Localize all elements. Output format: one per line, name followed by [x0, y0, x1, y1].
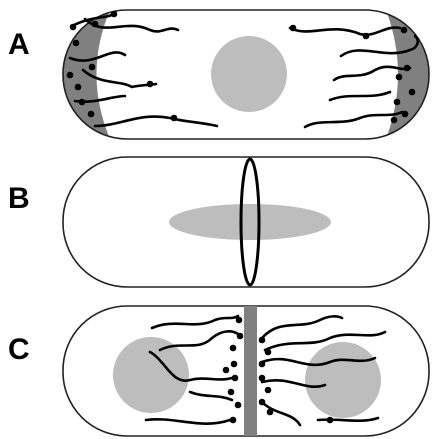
protein-dot — [232, 375, 239, 382]
protein-dot — [235, 402, 242, 409]
protein-dot — [402, 111, 409, 118]
panel-c: C — [8, 306, 429, 436]
protein-dot — [391, 117, 398, 124]
protein-dot — [237, 333, 244, 340]
protein-dot — [73, 40, 80, 47]
panel-a: A — [8, 10, 429, 139]
protein-dot — [223, 367, 230, 374]
protein-dot — [404, 65, 411, 72]
protein-dot — [259, 337, 266, 344]
protein-dot — [171, 115, 178, 122]
protein-dot — [231, 361, 238, 368]
protein-dot — [147, 81, 154, 88]
protein-dot — [236, 317, 243, 324]
protein-dot — [265, 349, 272, 356]
fiber — [330, 92, 390, 100]
protein-dot — [92, 21, 99, 28]
protein-dot — [267, 409, 274, 416]
fiber — [146, 419, 230, 423]
nucleoid-c-left — [113, 337, 189, 413]
panel-b-label: B — [8, 182, 30, 215]
protein-dot — [259, 375, 266, 382]
fiber — [262, 316, 342, 338]
protein-dot — [70, 24, 77, 31]
nucleoid-a — [211, 36, 287, 112]
protein-dot — [228, 389, 235, 396]
protein-dot — [327, 417, 334, 424]
protein-dot — [230, 417, 237, 424]
panel-a-label: A — [8, 28, 30, 61]
panel-c-label: C — [8, 333, 30, 366]
fiber — [290, 28, 400, 35]
protein-dot — [75, 84, 82, 91]
protein-dot — [230, 345, 237, 352]
fiber — [305, 112, 402, 127]
fiber — [190, 392, 232, 400]
fiber — [160, 331, 238, 350]
protein-dot — [79, 99, 86, 106]
protein-dot — [111, 11, 118, 18]
protein-dot — [259, 361, 266, 368]
protein-dot — [290, 25, 297, 32]
protein-dot — [394, 99, 401, 106]
protein-dot — [89, 64, 96, 71]
protein-dot — [259, 399, 266, 406]
protein-dot — [67, 72, 74, 79]
panel-b: B — [8, 157, 429, 287]
septum — [244, 306, 257, 436]
protein-dot — [265, 387, 272, 394]
protein-dot — [363, 33, 370, 40]
fiber — [152, 316, 238, 328]
protein-dot — [401, 27, 408, 34]
fiber — [95, 117, 217, 126]
protein-dot — [396, 74, 403, 81]
protein-dot — [409, 89, 416, 96]
protein-dot — [88, 111, 95, 118]
nucleoid-c-right — [305, 342, 381, 418]
nucleoid-b — [169, 204, 331, 240]
